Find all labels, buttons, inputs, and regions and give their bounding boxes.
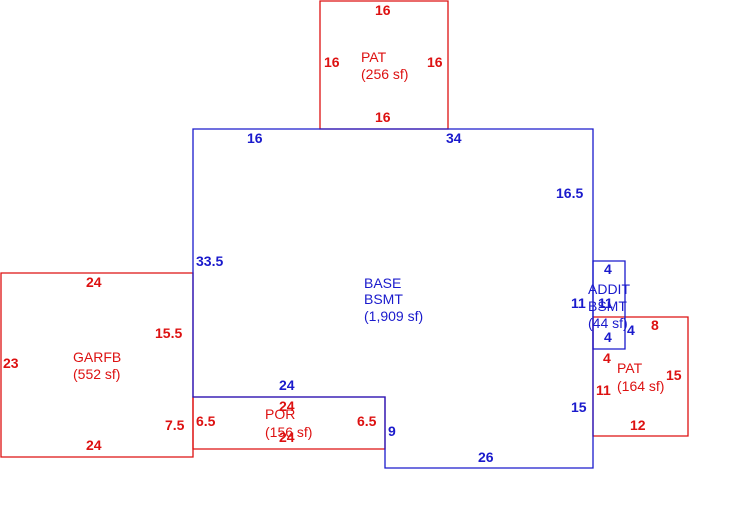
base-label: BASE <box>364 275 401 291</box>
addit-label: ADDIT <box>588 281 630 297</box>
addit-dim-inner: 4 <box>627 322 635 338</box>
base-dim-16: 16 <box>247 130 263 146</box>
addit-sub-label: BSMT <box>588 298 627 314</box>
por-area: (156 sf) <box>265 424 312 440</box>
base-dim-15: 15 <box>571 399 587 415</box>
garfb-dim-top: 24 <box>86 274 102 290</box>
pat-right-dim-11: 11 <box>596 382 611 398</box>
pat-right-dim-15: 15 <box>666 367 682 383</box>
garfb-dim-right-upper: 15.5 <box>155 325 182 341</box>
garfb-label: GARFB <box>73 349 121 365</box>
por-dim-top: 24 <box>279 398 295 414</box>
pat-top-dim-top: 16 <box>375 2 391 18</box>
pat-right-area: (164 sf) <box>617 378 664 394</box>
garfb-dim-left: 23 <box>3 355 19 371</box>
addit-dim-side: 11 <box>598 295 613 311</box>
garfb-dim-right-lower: 7.5 <box>165 417 185 433</box>
por-dim-left: 6.5 <box>196 413 216 429</box>
base-area: (1,909 sf) <box>364 308 423 324</box>
base-dim-11: 11 <box>571 295 586 311</box>
por-label: POR <box>265 406 295 422</box>
base-bsmt-outline <box>192 128 594 469</box>
base-dim-26: 26 <box>478 449 494 465</box>
garfb-outline <box>0 272 194 458</box>
addit-bsmt-outline <box>592 260 626 350</box>
pat-right-dim-4: 4 <box>603 350 611 366</box>
garfb-area: (552 sf) <box>73 366 120 382</box>
pat-right-label: PAT <box>617 360 643 376</box>
pat-top-dim-right: 16 <box>427 54 443 70</box>
pat-right-dim-12: 12 <box>630 417 646 433</box>
pat-right-dim-8: 8 <box>651 317 659 333</box>
base-dim-9: 9 <box>388 423 396 439</box>
addit-dim-top: 4 <box>604 261 612 277</box>
base-dim-33-5: 33.5 <box>196 253 223 269</box>
addit-area: (44 sf) <box>588 315 628 331</box>
base-dim-34: 34 <box>446 130 462 146</box>
addit-dim-bottom: 4 <box>604 329 612 345</box>
base-dim-24: 24 <box>279 377 295 393</box>
pat-top-dim-bottom: 16 <box>375 109 391 125</box>
por-dim-right: 6.5 <box>357 413 377 429</box>
pat-top-area: (256 sf) <box>361 66 408 82</box>
garfb-dim-bottom: 24 <box>86 437 102 453</box>
pat-top-label: PAT <box>361 49 387 65</box>
base-sub-label: BSMT <box>364 291 403 307</box>
por-dim-bottom: 24 <box>279 429 295 445</box>
pat-top-dim-left: 16 <box>324 54 340 70</box>
base-dim-16-5: 16.5 <box>556 185 583 201</box>
